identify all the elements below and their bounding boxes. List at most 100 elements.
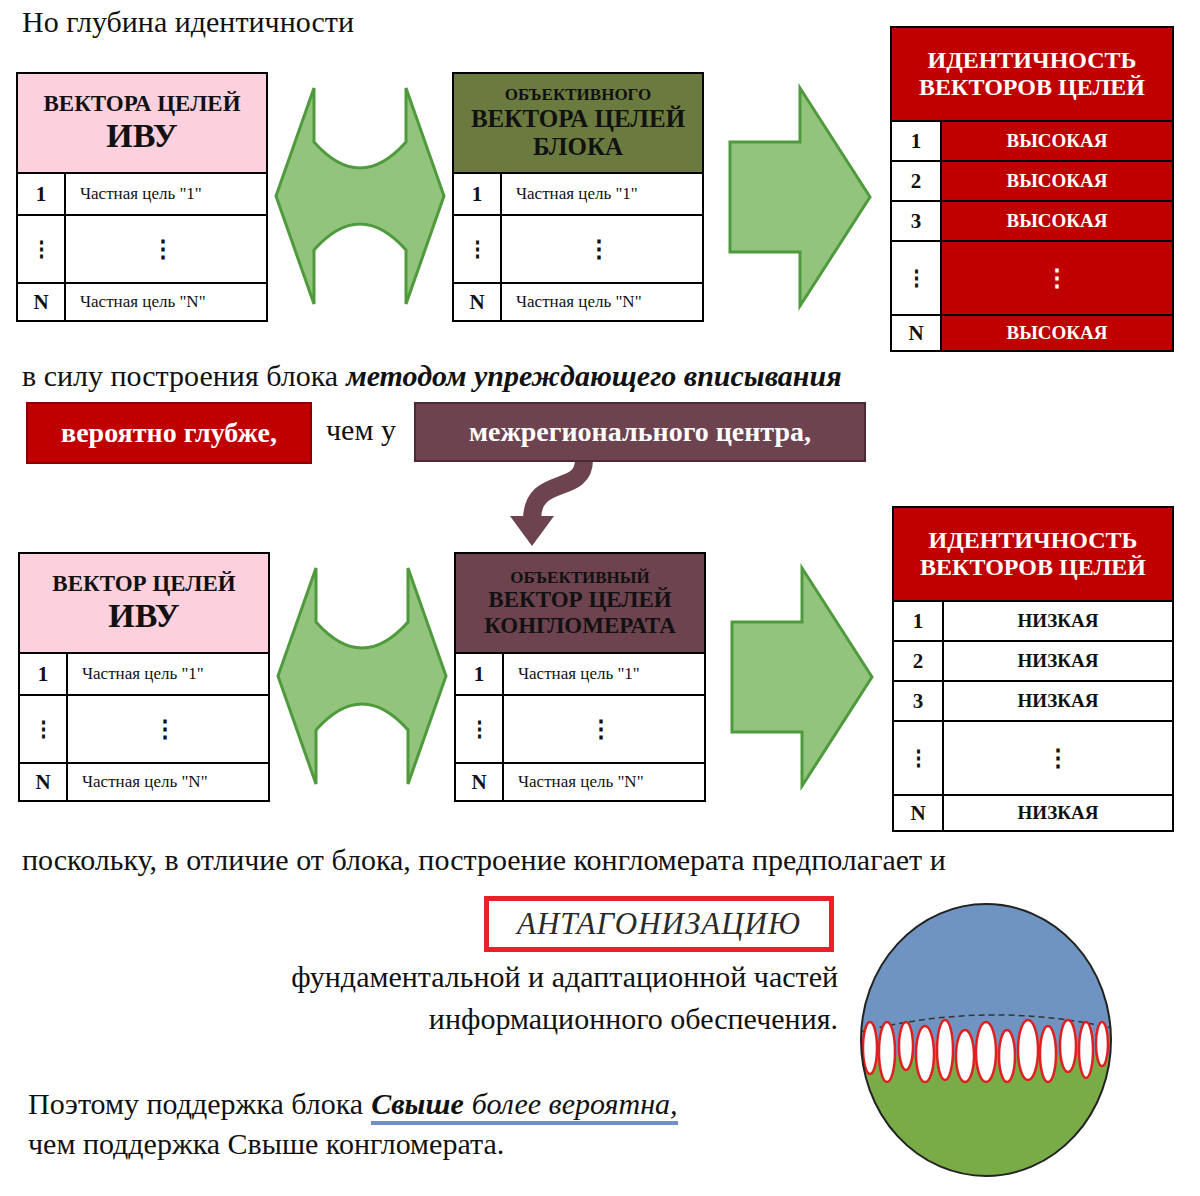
heading-text: Но глубина идентичности [22, 5, 354, 38]
table-row: N Частная цель "N" [18, 282, 266, 320]
body-text: чем поддержка Свыше конгломерата. [28, 1127, 504, 1160]
table-header: ВЕКТОРА ЦЕЛЕЙИВУ [18, 74, 266, 174]
table-row: 2 НИЗКАЯ [894, 640, 1172, 680]
row-value: ВЫСОКАЯ [1006, 130, 1107, 152]
row-value: НИЗКАЯ [1018, 650, 1099, 672]
header-text: ВЕКТОР ЦЕЛЕЙ КОНГЛОМЕРАТА [464, 587, 696, 639]
row-number: N [908, 321, 923, 346]
arrow-head [510, 516, 554, 546]
row-number-cell: N [20, 764, 68, 800]
text-line: поскольку, в отличие от блока, построени… [22, 842, 946, 878]
box-text: АНТАГОНИЗАЦИЮ [517, 906, 801, 942]
table-row: 1Частная цель "1" [454, 174, 702, 214]
header-text: ОБЪЕКТИВНЫЙ [510, 568, 650, 587]
row-number: 1 [38, 662, 49, 687]
arrow-shape [732, 568, 872, 786]
row-value: Частная цель "1" [80, 184, 202, 204]
text-line: чем поддержка Свыше конгломерата. [28, 1126, 504, 1162]
table-header: ВЕКТОР ЦЕЛЕЙИВУ [20, 554, 268, 654]
table-row: 1 Частная цель "1" [20, 654, 268, 694]
row-value-cell: ВЫСОКАЯ [942, 202, 1172, 240]
table-row: ⋮⋮ [18, 214, 266, 282]
row-number: 1 [474, 662, 485, 687]
table-row: 3 НИЗКАЯ [894, 680, 1172, 720]
header-text: ВЕКТОР ЦЕЛЕЙ [52, 571, 235, 597]
row-value: Частная цель "N" [518, 772, 644, 792]
text-block: фундаментальной и адаптационной частей и… [156, 956, 838, 1040]
row-value-cell: ⋮ [68, 696, 268, 762]
row-number-cell: 1 [18, 174, 66, 214]
row-number-cell: 1 [456, 654, 504, 694]
conglomerate-goal-vector-table: ОБЪЕКТИВНЫЙВЕКТОР ЦЕЛЕЙ КОНГЛОМЕРАТА1Час… [454, 552, 706, 802]
row-number-cell: 2 [894, 642, 944, 680]
row-value-cell: Частная цель "1" [66, 174, 266, 214]
table-header: ОБЪЕКТИВНЫЙВЕКТОР ЦЕЛЕЙ КОНГЛОМЕРАТА [456, 554, 704, 654]
row-number: ⋮ [906, 266, 927, 291]
text-line: Поэтому поддержка блокаСвышеболее вероят… [28, 1086, 678, 1122]
table-row: 2 ВЫСОКАЯ [892, 160, 1172, 200]
body-text: поскольку, в отличие от блока, построени… [22, 843, 946, 876]
row-number-cell: ⋮ [18, 216, 66, 282]
row-number-cell: N [18, 284, 66, 320]
row-number: 1 [472, 182, 483, 207]
row-value-cell: Частная цель "N" [504, 764, 704, 800]
table-row: ⋮⋮ [892, 240, 1172, 314]
row-number-cell: N [894, 796, 944, 830]
row-value: ВЫСОКАЯ [1006, 210, 1107, 232]
row-value: НИЗКАЯ [1018, 802, 1099, 824]
row-value-cell: ВЫСОКАЯ [942, 162, 1172, 200]
sphere [850, 900, 1130, 1186]
table-row: ⋮⋮ [20, 694, 268, 762]
box-text: межрегионального центра, [469, 416, 811, 448]
header-text: ИВУ [106, 117, 177, 155]
row-number-cell: 3 [892, 202, 942, 240]
text-line: чем у [326, 412, 396, 448]
identity-table: ИДЕНТИЧНОСТЬ ВЕКТОРОВ ЦЕЛЕЙ1ВЫСОКАЯ2ВЫСО… [890, 26, 1174, 352]
row-value-cell: Частная цель "1" [504, 654, 704, 694]
row-number-cell: 1 [20, 654, 68, 694]
row-value: Частная цель "1" [82, 664, 204, 684]
row-number: ⋮ [33, 717, 54, 742]
row-number-cell: 1 [894, 602, 944, 640]
row-value: ⋮ [587, 235, 611, 263]
block-arrow [732, 568, 872, 786]
row-value: Частная цель "N" [82, 772, 208, 792]
row-number-cell: 2 [892, 162, 942, 200]
row-value-cell: Частная цель "N" [502, 284, 702, 320]
table-row: 1 Частная цель "1" [18, 174, 266, 214]
emphasis-text: Свыше [371, 1087, 464, 1120]
row-value-cell: НИЗКАЯ [944, 682, 1172, 720]
row-number: N [471, 770, 486, 795]
row-number: 1 [913, 609, 924, 634]
row-number: 1 [36, 182, 47, 207]
header-text: ИВУ [108, 597, 179, 635]
row-value: Частная цель "N" [80, 292, 206, 312]
row-value-cell: НИЗКАЯ [944, 602, 1172, 640]
table-row: N ВЫСОКАЯ [892, 314, 1172, 350]
row-value: Частная цель "N" [516, 292, 642, 312]
row-number: ⋮ [469, 717, 490, 742]
row-number: 2 [911, 169, 922, 194]
body-text: фундаментальной и адаптационной частей и… [291, 960, 838, 1035]
row-value-cell: Частная цель "N" [68, 764, 268, 800]
table-row: 3 ВЫСОКАЯ [892, 200, 1172, 240]
header-text: ВЕКТОРА ЦЕЛЕЙ [43, 91, 240, 117]
row-value-cell: ВЫСОКАЯ [942, 316, 1172, 350]
table-header: ИДЕНТИЧНОСТЬ ВЕКТОРОВ ЦЕЛЕЙ [894, 508, 1172, 602]
row-number: ⋮ [908, 746, 929, 771]
row-number: ⋮ [467, 237, 488, 262]
row-value-cell: НИЗКАЯ [944, 642, 1172, 680]
row-value: ⋮ [1046, 744, 1070, 772]
row-number-cell: ⋮ [892, 242, 942, 314]
block-arrow [278, 568, 446, 784]
row-value: НИЗКАЯ [1018, 690, 1099, 712]
header-text: ИДЕНТИЧНОСТЬ ВЕКТОРОВ ЦЕЛЕЙ [902, 527, 1164, 581]
header-text: ОБЪЕКТИВНОГО [505, 85, 651, 104]
row-number-cell: 3 [894, 682, 944, 720]
table-row: N НИЗКАЯ [894, 794, 1172, 830]
row-number: ⋮ [31, 237, 52, 262]
emphasis-text: более вероятна, [472, 1087, 678, 1120]
row-value: ВЫСОКАЯ [1006, 322, 1107, 344]
row-number: N [469, 290, 484, 315]
